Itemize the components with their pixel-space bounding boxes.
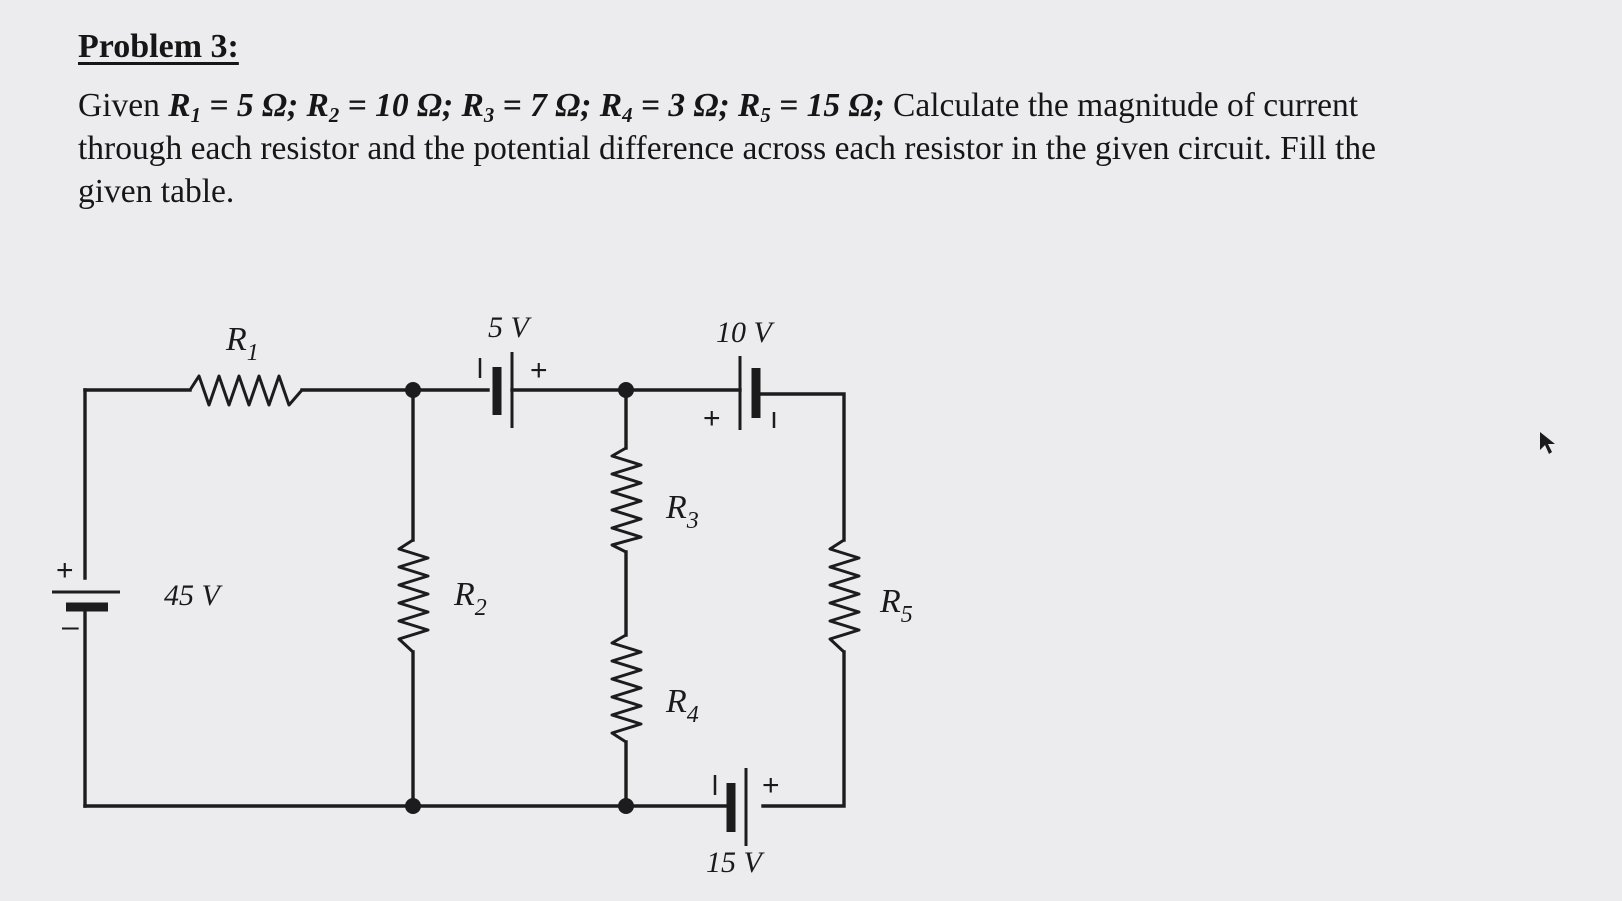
resistor-r5: R5: [828, 538, 913, 654]
resistor-r4-symbol: [610, 633, 643, 744]
problem-title: Problem 3:: [78, 28, 239, 65]
battery-45v-minus: –: [62, 610, 79, 643]
given-r2: R2 = 10 Ω;: [306, 87, 454, 127]
given-word: Given: [78, 87, 160, 124]
problem-statement: Given R1 = 5 Ω; R2 = 10 Ω; R3 = 7 Ω; R4 …: [78, 84, 1558, 213]
battery-5v: + 5 V: [478, 311, 548, 428]
resistor-r2: R2: [397, 538, 487, 654]
label-r3: R3: [665, 489, 699, 534]
mouse-pointer-icon: [1540, 432, 1555, 454]
resistor-r1-symbol: [188, 374, 304, 407]
circuit-nodes: [405, 382, 634, 814]
given-resistor-values: R1 = 5 Ω; R2 = 10 Ω; R3 = 7 Ω; R4 = 3 Ω;…: [168, 87, 885, 127]
statement-line-2: through each resistor and the potential …: [78, 130, 1376, 167]
battery-15v-plus: +: [762, 769, 780, 802]
wire-right-bottom: [761, 650, 846, 808]
node-top-middle: [618, 382, 634, 398]
statement-line-3: given table.: [78, 173, 235, 210]
given-r3: R3 = 7 Ω;: [461, 87, 592, 127]
resistor-r1: R1: [188, 321, 304, 407]
battery-5v-plus: +: [530, 354, 548, 387]
label-r5: R5: [879, 583, 913, 628]
given-r4: R4 = 3 Ω;: [599, 87, 730, 127]
statement-line-1: Given R1 = 5 Ω; R2 = 10 Ω; R3 = 7 Ω; R4 …: [78, 84, 1558, 127]
label-5v: 5 V: [488, 311, 533, 344]
resistor-r3-symbol: [610, 446, 643, 554]
label-10v: 10 V: [716, 316, 776, 349]
node-bottom-middle: [618, 798, 634, 814]
battery-45v-plus: +: [56, 554, 74, 587]
resistor-r5-symbol: [828, 538, 861, 654]
resistor-r2-symbol: [397, 538, 430, 654]
battery-10v: + 10 V: [703, 316, 776, 435]
given-r5: R5 = 15 Ω;: [738, 87, 885, 127]
wire-10v-to-right: [760, 392, 846, 542]
label-r2: R2: [453, 576, 487, 621]
label-r4: R4: [665, 683, 699, 728]
resistor-r4: R4: [610, 633, 699, 744]
node-bottom-left: [405, 798, 421, 814]
label-15v: 15 V: [706, 846, 766, 879]
circuit-wires: [83, 388, 846, 808]
node-top-left: [405, 382, 421, 398]
statement-line-1-tail: Calculate the magnitude of current: [884, 87, 1359, 124]
battery-10v-plus: +: [703, 402, 721, 435]
battery-45v: + – 45 V: [52, 554, 224, 643]
label-r1: R1: [225, 321, 259, 366]
resistor-r3: R3: [610, 446, 699, 554]
given-r1: R1 = 5 Ω;: [168, 87, 299, 127]
battery-15v: + 15 V: [706, 768, 780, 879]
label-45v: 45 V: [164, 579, 224, 612]
